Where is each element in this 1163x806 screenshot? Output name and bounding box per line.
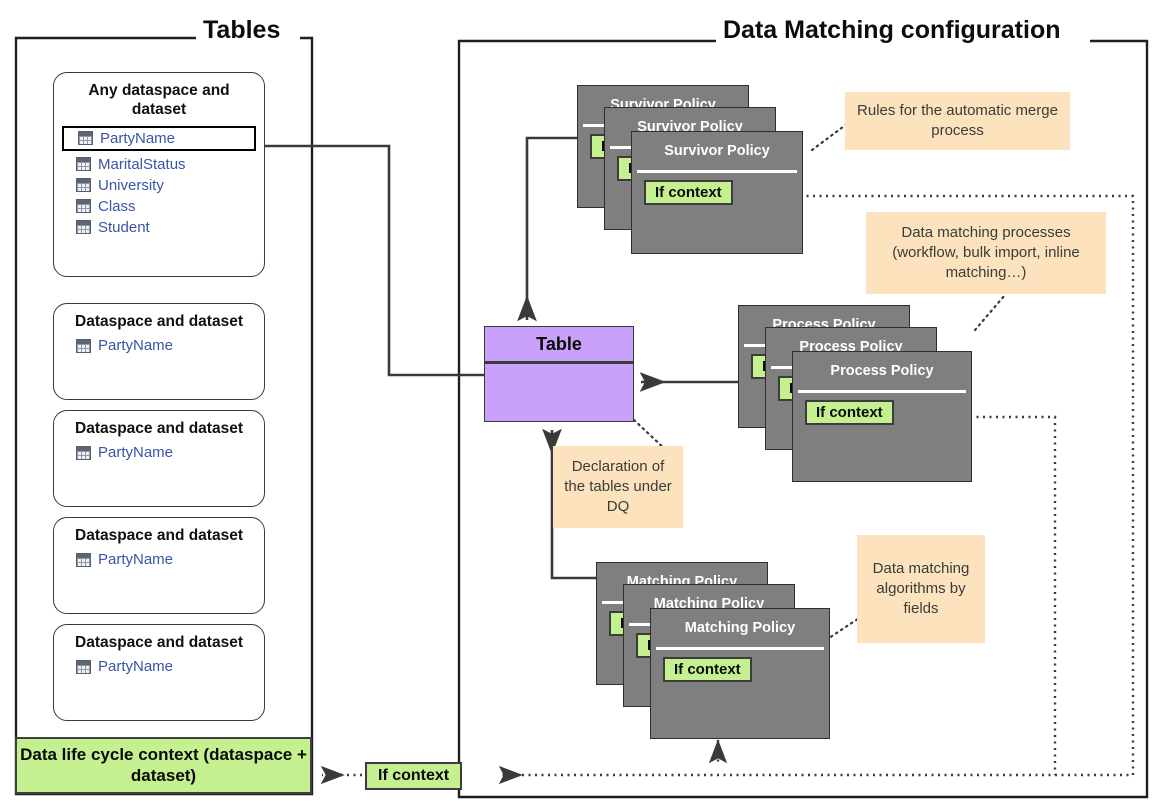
policy-title: Process Policy	[830, 363, 934, 379]
dataset-card-title: Dataspace and dataset	[75, 313, 243, 330]
dataset-card-4[interactable]: Dataspace and dataset PartyName	[53, 624, 265, 721]
dataset-card-any[interactable]: Any dataspace and dataset PartyName Mari…	[53, 72, 265, 277]
bottom-context-chip[interactable]: If context	[365, 762, 463, 790]
table-item-maritalstatus[interactable]: MaritalStatus	[54, 154, 264, 175]
matching-policy-card-front[interactable]: Matching Policy If context	[650, 608, 830, 739]
leader-processes-note	[973, 293, 1007, 332]
table-grid-icon	[76, 178, 91, 193]
data-life-cycle-context-box: Data life cycle context (dataspace + dat…	[15, 737, 312, 794]
dataset-card-title: Dataspace and dataset	[75, 420, 243, 437]
table-grid-icon	[76, 552, 91, 567]
survivor-policy-card-front[interactable]: Survivor Policy If context	[631, 131, 803, 254]
policy-title: Survivor Policy	[664, 143, 770, 159]
edge-table-to-partyname	[226, 136, 484, 377]
note-algorithms: Data matching algorithms by fields	[857, 535, 985, 643]
table-grid-icon	[76, 338, 91, 353]
table-item-label: PartyName	[98, 337, 174, 355]
policy-title: Matching Policy	[684, 620, 796, 636]
table-item-label: Student	[98, 218, 150, 236]
dataset-card-title: Any dataspace and dataset	[88, 82, 230, 119]
table-node-label: Table	[485, 327, 633, 364]
right-panel-title: Data Matching configuration	[723, 16, 1061, 44]
table-item-university[interactable]: University	[54, 175, 264, 196]
note-declaration: Declaration of the tables under DQ	[553, 446, 683, 528]
table-grid-icon	[78, 131, 93, 146]
dataset-card-1[interactable]: Dataspace and dataset PartyName	[53, 303, 265, 400]
policy-context-chip[interactable]: If context	[663, 657, 752, 682]
note-matching-processes: Data matching processes (workflow, bulk …	[866, 212, 1106, 294]
table-item-partyname[interactable]: PartyName	[54, 442, 264, 463]
dataset-card-title: Dataspace and dataset	[75, 527, 243, 544]
policy-divider	[798, 390, 966, 393]
policy-divider	[637, 170, 797, 173]
table-item-partyname[interactable]: PartyName	[54, 656, 264, 677]
table-item-partyname[interactable]: PartyName	[54, 549, 264, 570]
table-grid-icon	[76, 220, 91, 235]
table-item-label: PartyName	[98, 551, 174, 569]
table-item-label: University	[98, 176, 164, 194]
table-grid-icon	[76, 157, 91, 172]
table-item-label: MaritalStatus	[98, 155, 186, 173]
dataset-card-title: Dataspace and dataset	[75, 634, 243, 651]
table-item-label: Class	[98, 197, 136, 215]
process-policy-card-front[interactable]: Process Policy If context	[792, 351, 972, 482]
table-item-partyname[interactable]: PartyName	[54, 335, 264, 356]
table-item-label: PartyName	[98, 444, 174, 462]
table-grid-icon	[76, 199, 91, 214]
table-item-class[interactable]: Class	[54, 196, 264, 217]
policy-context-chip[interactable]: If context	[644, 180, 733, 205]
dataset-card-2[interactable]: Dataspace and dataset PartyName	[53, 410, 265, 507]
policy-context-chip[interactable]: If context	[805, 400, 894, 425]
table-grid-icon	[76, 659, 91, 674]
table-grid-icon	[76, 445, 91, 460]
note-merge-rules: Rules for the automatic merge process	[845, 92, 1070, 150]
table-item-student[interactable]: Student	[54, 217, 264, 238]
table-item-label: PartyName	[100, 129, 176, 147]
dataset-card-3[interactable]: Dataspace and dataset PartyName	[53, 517, 265, 614]
table-item-label: PartyName	[98, 658, 174, 676]
table-item-partyname-highlighted[interactable]: PartyName	[62, 125, 256, 151]
left-panel-title: Tables	[203, 16, 281, 44]
policy-divider	[656, 647, 824, 650]
table-node[interactable]: Table	[484, 326, 634, 422]
